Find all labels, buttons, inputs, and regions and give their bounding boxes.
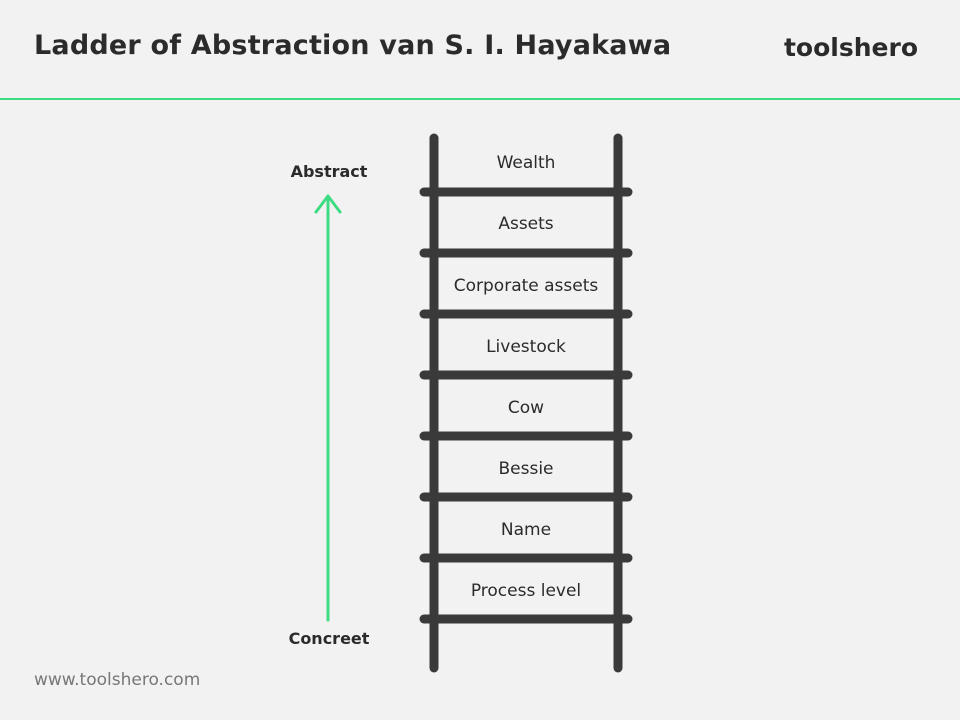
ladder-rungs <box>419 187 633 624</box>
ladder-level-5: Bessie <box>498 459 554 479</box>
brand-logo: toolshero <box>783 33 918 62</box>
footer-url: www.toolshero.com <box>34 670 201 690</box>
ladder-level-2: Corporate assets <box>453 276 599 296</box>
ladder-level-4: Cow <box>507 398 545 418</box>
ladder-level-3: Livestock <box>486 337 566 357</box>
ladder-level-7: Process level <box>470 581 582 601</box>
ladder-level-0: Wealth <box>496 153 556 173</box>
page-title: Ladder of Abstraction van S. I. Hayakawa <box>34 30 672 61</box>
abstract-label: Abstract <box>290 162 368 181</box>
header-bar: Ladder of Abstraction van S. I. Hayakawa… <box>0 0 960 100</box>
ladder-level-6: Name <box>500 520 552 540</box>
ladder-level-1: Assets <box>498 214 554 234</box>
abstraction-arrow <box>314 194 342 622</box>
concrete-label: Concreet <box>288 629 370 648</box>
